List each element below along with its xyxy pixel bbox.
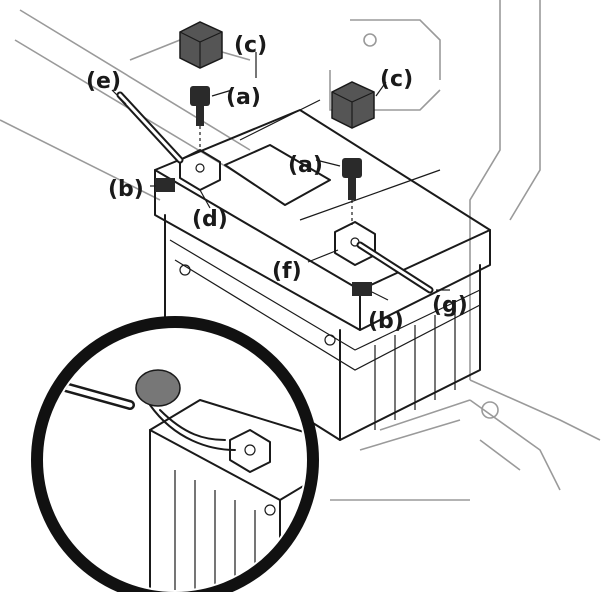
label-g: (g) (432, 293, 468, 318)
positive-cable (116, 91, 184, 164)
bolt-left (190, 86, 210, 150)
label-c-right: (c) (380, 67, 413, 92)
vehicle-frame (0, 0, 601, 501)
label-c-left: (c) (234, 33, 267, 58)
label-e: (e) (86, 69, 121, 94)
terminal-cap-right (331, 81, 375, 129)
leader-lines (111, 52, 450, 301)
negative-cable (356, 241, 434, 294)
nut-left (155, 178, 175, 192)
label-a-left: (a) (226, 85, 261, 110)
detail-inset (31, 316, 319, 592)
label-f: (f) (272, 259, 302, 284)
negative-terminal (334, 221, 376, 266)
nut-right (352, 282, 372, 296)
terminal-cap-left (179, 21, 223, 69)
label-a-right: (a) (288, 153, 323, 178)
label-b-right: (b) (368, 309, 404, 334)
positive-terminal (179, 149, 221, 191)
label-b-left: (b) (108, 177, 144, 202)
label-d: (d) (192, 207, 228, 232)
bolt-right (342, 158, 362, 225)
